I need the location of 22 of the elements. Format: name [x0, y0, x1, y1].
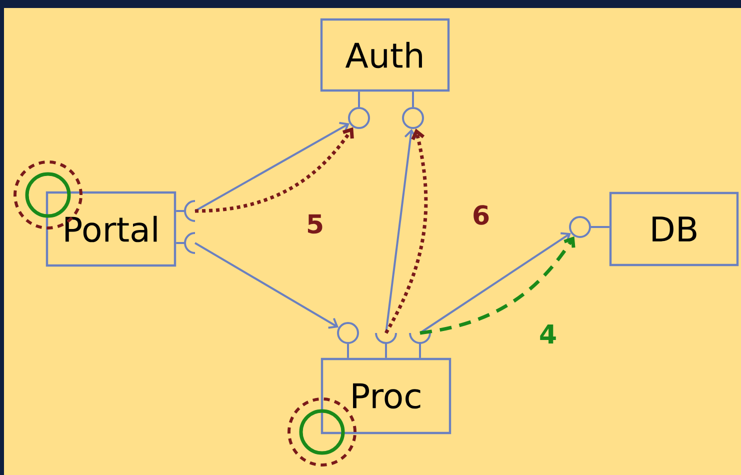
connector [384, 128, 428, 334]
interface-socket [184, 232, 196, 254]
component-box: Portal [46, 191, 176, 267]
interface-socket [184, 200, 196, 222]
interface-socket [375, 332, 397, 344]
component-box: DB [609, 192, 739, 266]
edge-label: 5 [308, 214, 322, 234]
connector [385, 128, 417, 334]
stem [176, 242, 185, 244]
stem [176, 210, 185, 212]
stem [385, 343, 387, 358]
stem [591, 226, 610, 228]
stem [419, 343, 421, 358]
edge-label: 6 [474, 205, 489, 225]
stem [358, 92, 360, 107]
component-box: Auth [320, 18, 450, 92]
component-box: Proc [320, 358, 452, 434]
connector [194, 242, 339, 329]
edge-label: 4 [540, 324, 556, 344]
stem [412, 92, 414, 107]
stem [347, 344, 349, 358]
interface-socket [409, 332, 431, 344]
